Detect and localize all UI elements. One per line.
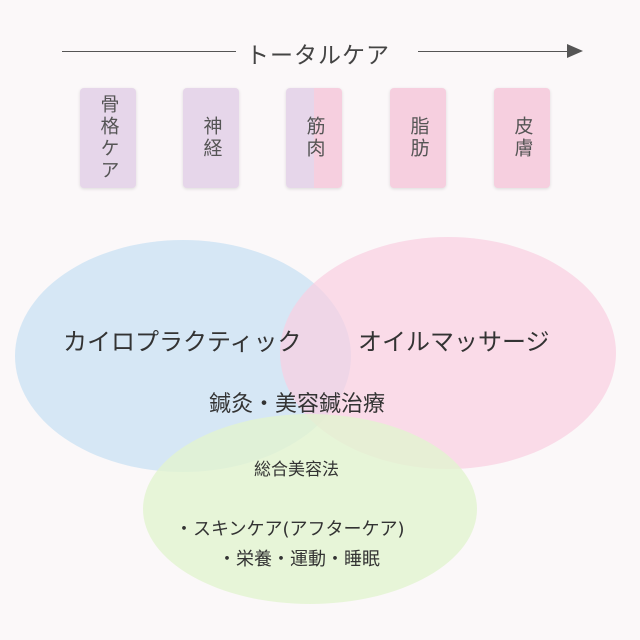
tag-skin: 皮膚	[494, 88, 550, 188]
acupuncture-label: 鍼灸・美容鍼治療	[209, 392, 386, 417]
tag-label: 筋肉	[303, 116, 326, 160]
tag-label: 神経	[200, 116, 223, 160]
arrow-line-left	[62, 51, 236, 52]
total-care-title: トータルケア	[246, 43, 390, 69]
arrow-head-icon	[567, 44, 583, 58]
blue-circle	[15, 240, 351, 472]
tag-label: 脂肪	[407, 116, 430, 160]
tag-muscle: 筋肉	[286, 88, 342, 188]
tag-skeleton-care: 骨格ケア	[80, 88, 136, 188]
holistic-beauty-title: 総合美容法	[254, 460, 339, 480]
tag-label: 骨格ケア	[97, 94, 120, 182]
green-line-2: ・栄養・運動・睡眠	[218, 549, 380, 570]
green-circle	[143, 414, 477, 604]
tag-nerve: 神経	[183, 88, 239, 188]
tag-label: 皮膚	[511, 116, 534, 160]
chiropractic-label: カイロプラクティック	[63, 328, 302, 356]
arrow-line-right	[418, 51, 570, 52]
tag-fat: 脂肪	[390, 88, 446, 188]
green-line-1: ・スキンケア(アフターケア)	[175, 519, 405, 540]
pink-circle	[280, 237, 616, 469]
oil-massage-label: オイルマッサージ	[358, 328, 550, 356]
